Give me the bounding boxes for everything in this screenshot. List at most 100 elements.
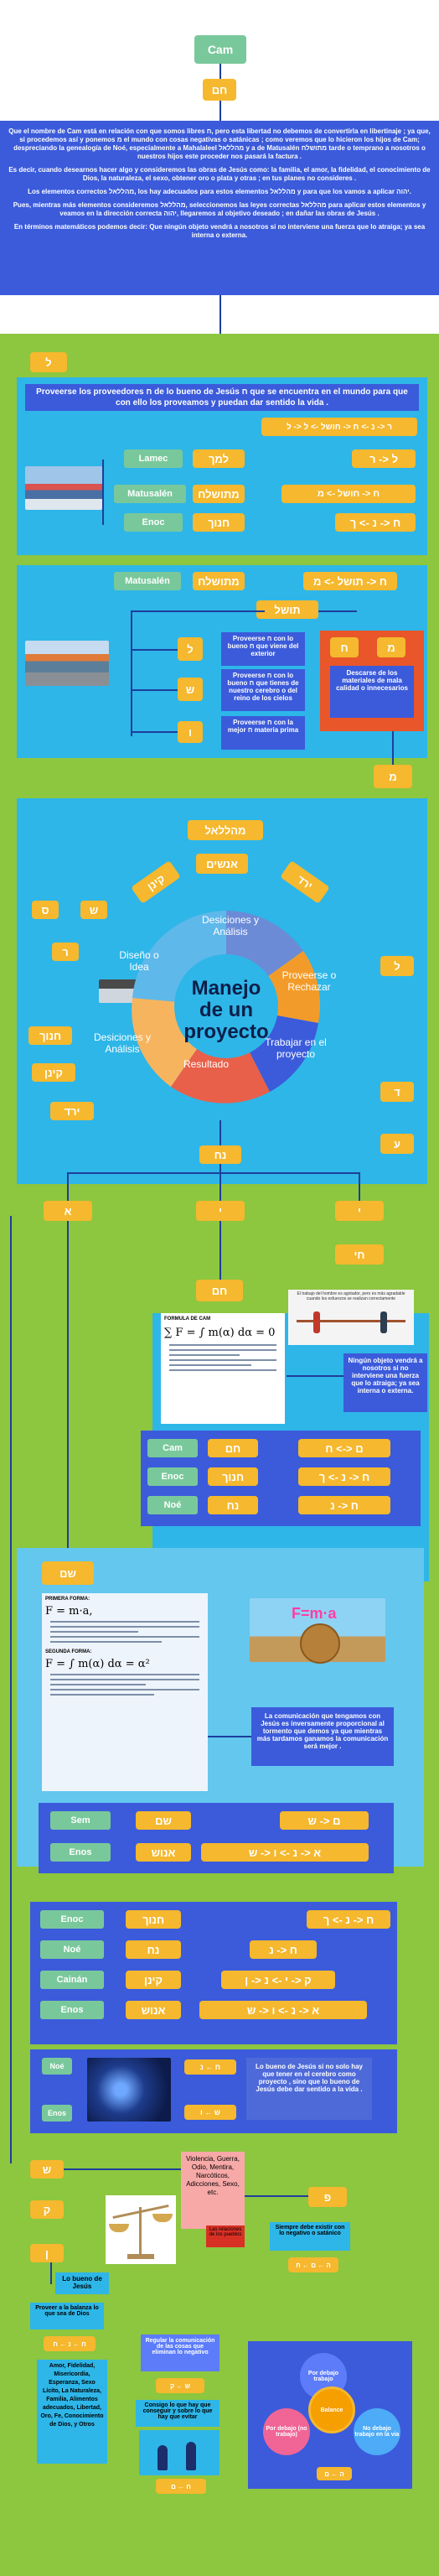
connector: [287, 1375, 343, 1377]
connector: [220, 64, 221, 79]
doc-line: [50, 1636, 199, 1638]
doc-line: [50, 1631, 138, 1633]
wheel-label-6: Diseño o Idea: [119, 949, 159, 973]
sec7-letter-pe: פ: [308, 2187, 347, 2207]
label-mahalaleel: מהללאל: [188, 820, 263, 840]
sec7-letter-qof: ק: [30, 2200, 64, 2219]
port-image: [25, 466, 102, 510]
values-box: Amor, Fidelidad, Misericordia, Esperanza…: [37, 2360, 107, 2464]
connector: [243, 2195, 310, 2197]
connector: [220, 1164, 221, 1201]
right-dalet: ד: [380, 1082, 414, 1102]
ham-label: חם: [196, 1280, 243, 1301]
sec5-row-noe-formula: ח <- נ: [250, 1940, 317, 1959]
row-lamec-name: Lamec: [124, 449, 183, 468]
doc-line: [50, 1684, 146, 1685]
connector: [131, 610, 132, 736]
violence-box: Violencia, Guerra, Odio, Mentira, Narcót…: [181, 2152, 245, 2229]
force-image: F=m·a: [250, 1598, 385, 1664]
sec4-row-sem-name: Sem: [50, 1811, 111, 1830]
wheel-center-text: Manejo de un proyecto: [183, 977, 269, 1043]
sec2-item-3: Proveerse ח con la mejor ח materia prima: [221, 716, 305, 750]
sec5-row-cainan-name: Cainán: [40, 1971, 104, 1989]
row-lamec-formula: ל <- ר: [352, 449, 416, 468]
sec4-formula-doc: PRIMERA FORMA: F = m·a, SEGUNDA FORMA: F…: [42, 1593, 208, 1791]
scale-pole: [139, 2207, 142, 2256]
row-enoc-heb: חנוך: [193, 513, 245, 532]
worker-caption: El trabajo del hombre es agotador, pero …: [297, 1291, 405, 1301]
sec5-row-enos-name: Enos: [40, 2001, 104, 2019]
mid-box-2: Consigo lo que hay que conseguir y sobre…: [136, 2400, 220, 2427]
sec2-letter-vav: ו: [178, 721, 203, 743]
sec2-letter-mem: מ: [377, 637, 405, 657]
sec3-row-cam-name: Cam: [147, 1439, 198, 1457]
connector: [67, 1221, 69, 1565]
intro-paragraph-4: Pues, mientras más elementos consideremo…: [13, 201, 426, 217]
doc-line: [50, 1621, 199, 1623]
sec3-row-enoc-formula: ח <- נ -> ך: [298, 1467, 390, 1486]
right-ayin: ע: [380, 1134, 414, 1154]
red-small-box: Las relaciones de los pueblos: [206, 2225, 245, 2247]
sec2-right-text: Descarse de los materiales de mala calid…: [330, 666, 414, 718]
sec2-letter-shin: ש: [178, 678, 203, 701]
sec6-chip-1: ח ← נ: [184, 2059, 236, 2075]
doc-line: [169, 1364, 251, 1366]
bottom-yod: י: [196, 1201, 245, 1221]
sec2-letter-lamed: ל: [178, 637, 203, 661]
venn-center: Balance: [308, 2386, 355, 2433]
wheel-center: [174, 954, 278, 1058]
connector: [102, 460, 104, 525]
proveer-chip: ח ← נ ← ח: [44, 2336, 96, 2351]
sec4-row-enos-formula: א <- נ -> ו <- ש: [201, 1843, 369, 1862]
sec4-row-sem-heb: שם: [136, 1811, 191, 1830]
scale-base: [127, 2254, 154, 2259]
comm-text: La comunicación que tengamos con Jesús e…: [251, 1707, 394, 1766]
connector: [50, 2262, 52, 2284]
sec3-row-enoc-name: Enoc: [147, 1467, 198, 1486]
sec2-name: Matusalén: [114, 572, 181, 590]
sec3-mem: מ: [374, 765, 412, 788]
row-lamec-heb: למך: [193, 449, 245, 468]
doc-line: [169, 1369, 276, 1371]
doc-line: [169, 1354, 240, 1356]
sec6-label-noe: Noé: [42, 2058, 72, 2075]
people-chip: ח ← ם: [156, 2479, 206, 2494]
sec5-row-enos-formula: א <- נ -> ו <- ש: [199, 2001, 367, 2019]
connector: [64, 2168, 194, 2170]
person-figure: [186, 2442, 196, 2470]
left-resh: ר: [52, 943, 79, 961]
worker-figure: [313, 1311, 320, 1333]
market-image: [25, 641, 109, 686]
section1-formula-top: ר <- נ -> ח <- חושל -> ל <- ל: [261, 418, 417, 436]
person-figure: [158, 2445, 168, 2470]
row-matusalen-formula: ח <- חושל -> מ: [281, 485, 416, 503]
venn-chip: ה ← ם: [317, 2467, 352, 2480]
sec5-row-enoc-name: Enoc: [40, 1910, 104, 1929]
connector: [318, 610, 357, 612]
connector: [131, 649, 178, 651]
sec6-chip-2: ש ← ו: [184, 2105, 236, 2120]
connector: [67, 1172, 69, 1201]
f1-formula: F = m·a,: [45, 1605, 93, 1618]
connector: [131, 731, 178, 733]
sec2-item-2: Proveerse ח con lo bueno ח que tienes de…: [221, 669, 305, 711]
sec6-label-enos: Enos: [42, 2105, 72, 2122]
left-yered: ירד: [50, 1102, 94, 1120]
hebrew-cham: חם: [203, 79, 236, 101]
formula-title: FORMULA DE CAM: [164, 1317, 211, 1322]
wheel-label-3: Trabajar en el proyecto: [265, 1036, 327, 1060]
people-image: [139, 2430, 220, 2475]
scale-pan-right: [152, 2214, 173, 2222]
connector: [392, 731, 394, 765]
bottom-alef: א: [44, 1201, 92, 1221]
left-hanokh: חנוך: [28, 1026, 72, 1045]
doc-line: [50, 1641, 162, 1643]
doc-line: [50, 1626, 199, 1628]
sec7-letter-shin: ש: [30, 2160, 64, 2179]
sec2-heb: מתושלח: [193, 572, 245, 590]
intro-paragraph-5: En términos matemáticos podemos decir: Q…: [13, 223, 426, 239]
f2-title: SEGUNDA FORMA:: [45, 1649, 92, 1654]
force-formula-art: F=m·a: [292, 1605, 337, 1622]
worker-figure: [380, 1311, 387, 1333]
bottom-chai: חי: [335, 1244, 384, 1265]
